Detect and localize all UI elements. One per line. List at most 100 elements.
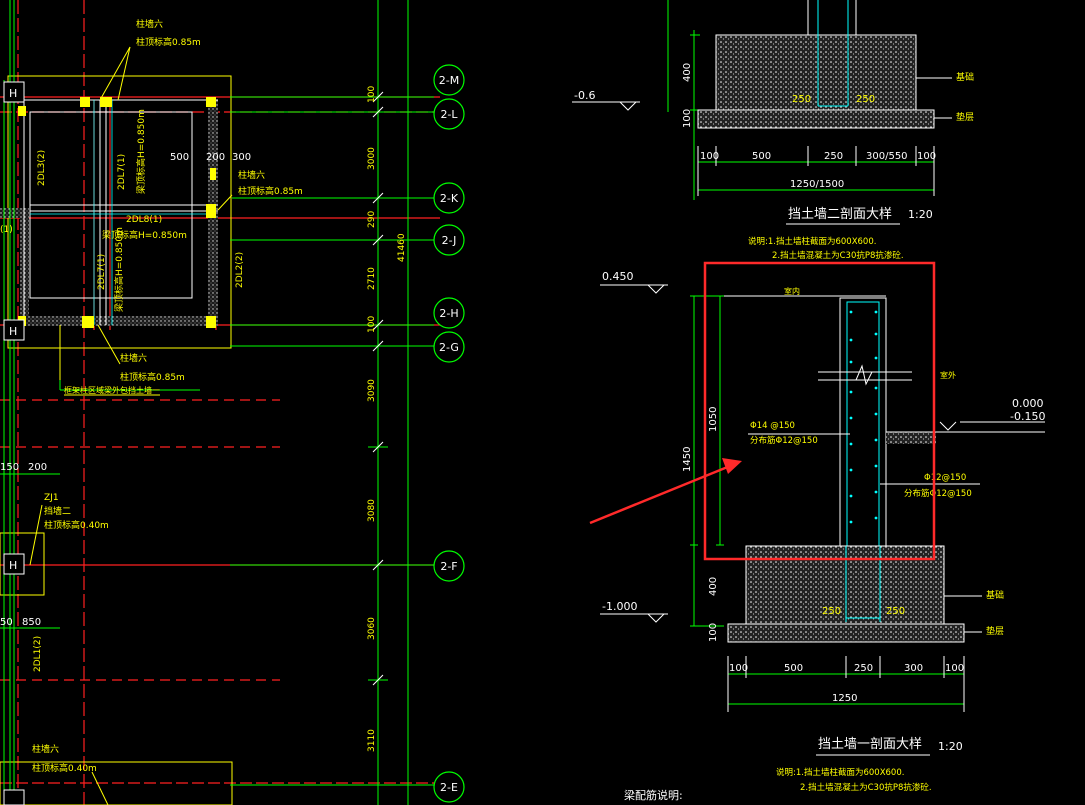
bottom-note-line2: 2.挡土墙混凝土为C30抗P8抗渗砼.	[800, 782, 932, 793]
dim-v-8: 3110	[367, 729, 377, 752]
beam-2dl1: 2DL1(2)	[33, 636, 43, 672]
dim-v-4: 100	[367, 316, 377, 333]
dim-850: 850	[22, 617, 41, 628]
s1-dim-100: 100	[708, 623, 719, 642]
beam-height-mid: 梁顶标高H=0.850m	[102, 229, 187, 241]
top-note-1: 柱墙六	[136, 18, 163, 30]
s1-dim-total: 1250	[832, 693, 857, 704]
dim-500: 500	[170, 152, 189, 163]
dim-150: 150	[0, 462, 19, 473]
s2-dim-100: 100	[682, 109, 693, 128]
zj-label: ZJ1	[44, 493, 59, 503]
bottom-note-1: 柱墙六	[120, 352, 147, 364]
zj-note-2: 柱顶标高0.40m	[44, 519, 109, 531]
svg-text:H: H	[9, 559, 17, 572]
s1-dim-b2: 250	[854, 663, 873, 674]
section-one-detail: 0.450 室内 1050 1450 400 100 室外	[600, 270, 1045, 756]
dim-v-7: 3060	[367, 617, 377, 640]
section-two-detail: 400 100 250 250 基础 垫层 -0.6 100 500 250	[572, 0, 974, 225]
s2-dim-b1: 500	[752, 151, 771, 162]
beam-2dl7-top: 2DL7(1)	[117, 154, 127, 190]
beam-lines	[20, 99, 218, 330]
beam-2dl8: 2DL8(1)	[126, 215, 162, 225]
left-beam: (1)	[0, 225, 13, 235]
s1-level-ground-2: -0.150	[1010, 410, 1045, 423]
s2-scale: 1:20	[908, 208, 933, 221]
s1-dim-1050: 1050	[708, 407, 719, 432]
s2-dim-400: 400	[682, 63, 693, 82]
axis-label: 2-K	[440, 192, 459, 205]
s2-label-base: 基础	[956, 71, 974, 83]
s1-dim-1450: 1450	[682, 447, 693, 472]
dim-total: 41460	[397, 233, 407, 262]
s2-dim-b4: 100	[917, 151, 936, 162]
mid-note-1: 说明:1.挡土墙柱截面为600X600.	[748, 236, 876, 247]
axis-label: 2-G	[439, 341, 459, 354]
dim-v-5: 3090	[367, 379, 377, 402]
bottom-notes-heading: 梁配筋说明:	[624, 788, 683, 802]
s1-bar-right: 250	[886, 606, 905, 617]
axis-label: 2-H	[439, 307, 458, 320]
s1-rebar-left-2: 分布筋Φ12@150	[750, 435, 818, 446]
bottom-note-line1: 说明:1.挡土墙柱截面为600X600.	[776, 767, 904, 778]
dim-v-1: 3000	[367, 147, 377, 170]
axis-bubble-2-H[interactable]: 2-H	[433, 297, 465, 329]
s1-dim-b3: 300	[904, 663, 923, 674]
highlight-box	[703, 261, 936, 561]
axis-bubble-2-J[interactable]: 2-J	[433, 224, 465, 256]
beam-2dl2: 2DL2(2)	[235, 252, 245, 288]
s2-bar-right: 250	[856, 94, 875, 105]
axis-label: 2-L	[440, 108, 458, 121]
s2-title: 挡土墙二剖面大样	[788, 207, 892, 222]
s1-dim-b1: 500	[784, 663, 803, 674]
s1-scale: 1:20	[938, 740, 963, 753]
dim-300: 300	[232, 152, 251, 163]
s2-dim-b3: 300/550	[866, 151, 908, 162]
bottom-note-3: 框架柱区域梁外包挡土墙一	[64, 385, 160, 395]
s1-rebar-left-1: Φ14 @150	[750, 421, 795, 431]
right-note-1: 柱墙六	[238, 169, 265, 181]
leader-lines	[29, 46, 233, 805]
dim-v-3: 2710	[367, 267, 377, 290]
axis-bubble-2-L[interactable]: 2-L	[433, 98, 465, 130]
svg-text:H: H	[9, 87, 17, 100]
s1-label-outdoor: 室外	[940, 370, 956, 380]
s1-dim-b4: 100	[945, 663, 964, 674]
zj-note-1: 挡墙二	[44, 505, 71, 517]
dim-v-6: 3080	[367, 499, 377, 522]
green-lines	[3, 0, 200, 805]
top-note-2: 柱顶标高0.85m	[136, 36, 201, 48]
axis-bubble-2-G[interactable]: 2-G	[433, 331, 465, 363]
s1-rebar-right-2: 分布筋Φ12@150	[904, 488, 972, 499]
beam-height-low: 梁顶标高H=0.850m	[113, 227, 125, 312]
axis-bubble-2-F[interactable]: 2-F	[433, 550, 465, 582]
s2-dim-total: 1250/1500	[790, 179, 844, 190]
wall-hatch	[0, 208, 22, 218]
column-symbols: H H H	[3, 81, 25, 805]
bottom2-note-2: 柱顶标高0.40m	[32, 762, 97, 774]
bottom-note-2: 柱顶标高0.85m	[120, 371, 185, 383]
dim-50: 50	[0, 617, 13, 628]
bottom2-note-1: 柱墙六	[32, 743, 59, 755]
axis-bubble-2-K[interactable]: 2-K	[433, 182, 465, 214]
dim-200b: 200	[28, 462, 47, 473]
s1-level-top: 0.450	[602, 270, 634, 283]
axis-bubble-2-M[interactable]: 2-M	[433, 64, 465, 96]
s1-rebar-right-1: Φ12@150	[924, 473, 966, 483]
s2-dim-b0: 100	[700, 151, 719, 162]
beam-height-top: 梁顶标高H=0.850m	[135, 109, 147, 194]
s1-dim-400: 400	[708, 577, 719, 596]
s1-level-ground-1: 0.000	[1012, 397, 1044, 410]
axis-bubble-2-E[interactable]: 2-E	[433, 771, 465, 803]
s2-label-cushion: 垫层	[956, 111, 974, 123]
s1-dim-b0: 100	[729, 663, 748, 674]
s1-title: 挡土墙一剖面大样	[818, 737, 922, 752]
mid-note-2: 2.挡土墙混凝土为C30抗P8抗渗砼.	[772, 250, 904, 261]
cyan-lines	[30, 100, 216, 325]
red-grid-vertical	[17, 0, 217, 805]
right-note-2: 柱顶标高0.85m	[238, 185, 303, 197]
s1-label-cushion: 垫层	[986, 625, 1004, 637]
column-outline	[0, 75, 233, 805]
